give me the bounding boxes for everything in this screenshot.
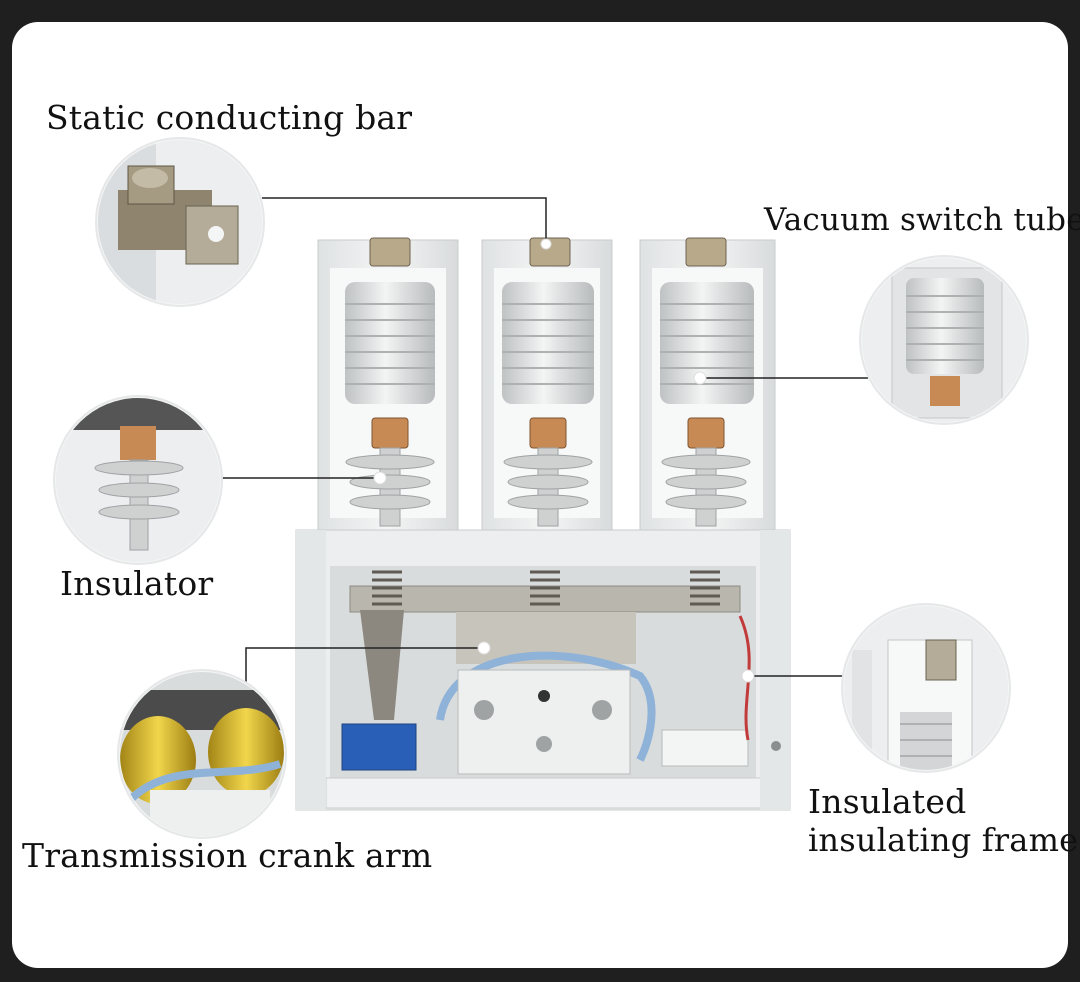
leader-static-conducting-bar	[262, 197, 547, 240]
label-transmission-crank-arm: Transmission crank arm	[22, 836, 433, 875]
leader-lines	[222, 197, 868, 686]
zoom-transmission-crank-arm	[117, 669, 287, 839]
label-insulator: Insulator	[60, 564, 214, 603]
label-insulated-frame-line1: Insulated	[808, 782, 967, 821]
label-insulated-frame-line2: insulating frame	[808, 821, 1079, 859]
zoom-static-conducting-bar	[95, 137, 265, 307]
top-terminals	[369, 237, 727, 267]
breaker-body	[295, 237, 791, 811]
zoom-insulated-frame	[841, 603, 1011, 773]
leader-transmission-crank-arm	[245, 647, 484, 686]
zoom-insulator	[53, 395, 223, 565]
label-vacuum-switch-tube: Vacuum switch tube	[764, 202, 1080, 238]
vacuum-tubes	[345, 282, 754, 404]
mechanism	[341, 570, 751, 775]
zoom-vacuum-switch-tube	[859, 255, 1029, 425]
leader-dots	[373, 238, 755, 683]
label-static-conducting-bar: Static conducting bar	[46, 98, 413, 137]
copper-contacts	[371, 417, 725, 449]
